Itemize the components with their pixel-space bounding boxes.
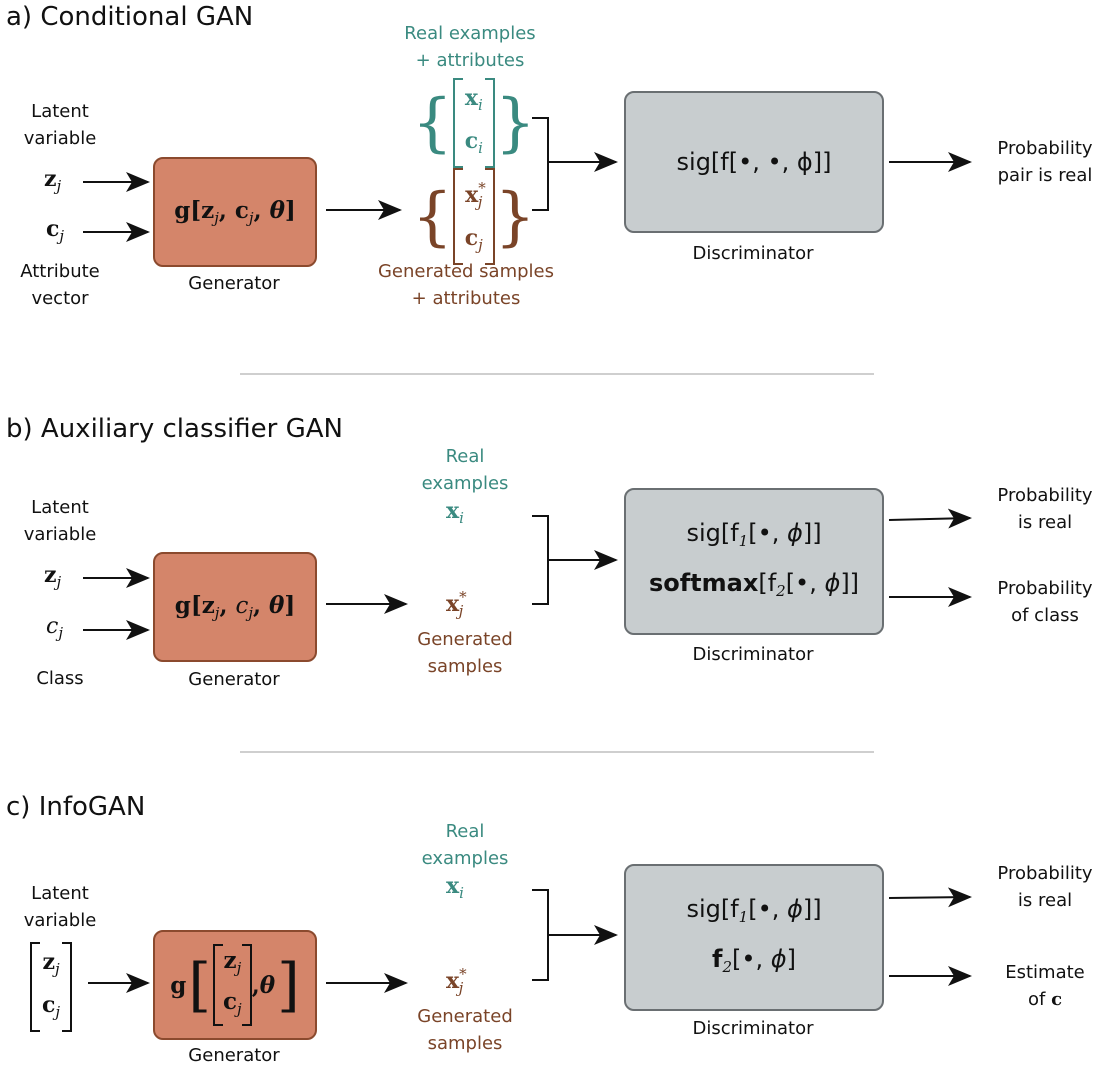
panel-c-title: c) InfoGAN bbox=[6, 792, 146, 822]
discriminator-line2-b: softmax[f2[•, ϕ]] bbox=[648, 568, 860, 600]
z-input-a: zj bbox=[44, 166, 62, 195]
panel-a-title: a) Conditional GAN bbox=[6, 2, 254, 32]
arrow-discriminator-to-output1-c bbox=[888, 887, 972, 908]
generator-label-a: Generator bbox=[188, 273, 280, 294]
panel-b-title: b) Auxiliary classifier GAN bbox=[6, 414, 343, 444]
merge-bracket-b bbox=[532, 515, 549, 605]
real-examples-label-c: Real examples bbox=[421, 821, 509, 869]
generated-samples-label-b: Generated samples bbox=[417, 629, 513, 677]
discriminator-label-b: Discriminator bbox=[692, 644, 814, 665]
output-label-a: Probability pair is real bbox=[997, 138, 1093, 186]
real-examples-label-b: Real examples bbox=[421, 446, 509, 494]
discriminator-expression-a: sig[f[•, •, ϕ]] bbox=[676, 148, 832, 176]
generator-label-c: Generator bbox=[188, 1045, 280, 1066]
generator-box-b: g[zj, cj, θ] bbox=[153, 552, 317, 662]
generator-box-a: g[zj, cj, θ] bbox=[153, 157, 317, 267]
real-sample-b: xi bbox=[446, 498, 464, 527]
discriminator-label-c: Discriminator bbox=[692, 1018, 814, 1039]
attribute-vector-label: Attribute vector bbox=[20, 261, 100, 309]
separator-bc bbox=[240, 751, 874, 753]
real-sample-c: xi bbox=[446, 873, 464, 902]
output1-label-c: Probability is real bbox=[997, 863, 1093, 911]
c-input-a: cj bbox=[46, 216, 65, 245]
separator-ab bbox=[240, 373, 874, 375]
merge-bracket-a bbox=[532, 117, 549, 211]
generator-expression-a: g[zj, cj, θ] bbox=[174, 197, 296, 227]
latent-variable-label-a: Latent variable bbox=[23, 101, 97, 149]
real-vector-a: { xi ci } bbox=[412, 78, 536, 168]
generator-label-b: Generator bbox=[188, 669, 280, 690]
generated-samples-label-a: Generated samples + attributes bbox=[377, 261, 555, 309]
generated-samples-label-c: Generated samples bbox=[417, 1006, 513, 1054]
generator-expression-c: g [ zj cj , θ ] bbox=[170, 944, 300, 1026]
discriminator-box-c: sig[f1[•, ϕ]] f2[•, ϕ] bbox=[624, 864, 884, 1011]
generator-expression-b: g[zj, cj, θ] bbox=[174, 592, 296, 622]
real-examples-label-a: Real examples + attributes bbox=[404, 23, 536, 71]
class-label: Class bbox=[36, 668, 84, 689]
arrow-discriminator-to-output1-b bbox=[888, 508, 972, 529]
latent-variable-label-b: Latent variable bbox=[23, 497, 97, 545]
merge-bracket-c bbox=[532, 889, 549, 981]
discriminator-line1-b: sig[f1[•, ϕ]] bbox=[686, 518, 822, 550]
output1-label-b: Probability is real bbox=[997, 485, 1093, 533]
class-input-b: cj bbox=[46, 614, 63, 642]
output2-label-c: Estimate of c bbox=[1005, 962, 1085, 1010]
discriminator-label-a: Discriminator bbox=[692, 243, 814, 264]
latent-variable-label-c: Latent variable bbox=[23, 883, 97, 931]
generated-sample-b: x*j bbox=[446, 588, 467, 620]
discriminator-box-b: sig[f1[•, ϕ]] softmax[f2[•, ϕ]] bbox=[624, 488, 884, 635]
generated-sample-c: x*j bbox=[446, 965, 467, 997]
generator-box-c: g [ zj cj , θ ] bbox=[153, 930, 317, 1040]
z-input-b: zj bbox=[44, 562, 62, 591]
generated-vector-a: { x*j cj } bbox=[412, 168, 536, 265]
discriminator-line2-c: f2[•, ϕ] bbox=[712, 944, 796, 976]
latent-vector-c: zj cj bbox=[30, 942, 73, 1032]
discriminator-box-a: sig[f[•, •, ϕ]] bbox=[624, 91, 884, 233]
output2-label-b: Probability of class bbox=[997, 578, 1093, 626]
discriminator-line1-c: sig[f1[•, ϕ]] bbox=[686, 894, 822, 926]
